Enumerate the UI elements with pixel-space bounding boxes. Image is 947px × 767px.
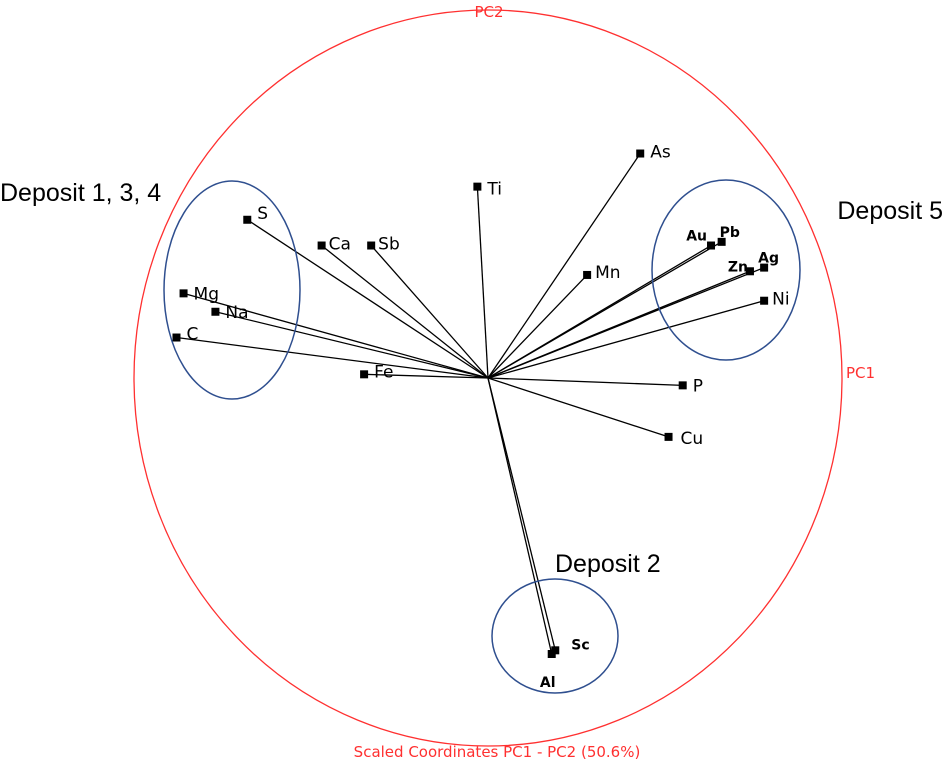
vector-pb [487,241,722,379]
vector-sb [370,245,489,379]
group-ellipse-2 [651,179,801,361]
marker-cu [664,432,673,441]
group-ellipse-3 [491,578,619,694]
marker-s [243,215,252,224]
label-cu: Cu [681,429,704,449]
label-pb: Pb [720,225,740,241]
label-au: Au [686,229,707,245]
group-ellipse-1 [163,180,301,400]
vector-na [215,311,489,379]
vector-ag [487,266,765,379]
label-ag: Ag [758,251,779,267]
label-sc: Sc [571,637,589,653]
loading-markers [172,149,769,658]
group-label-3: Deposit 2 [555,550,661,578]
vector-as [487,153,641,379]
marker-ag [760,263,769,272]
vector-ni [487,300,765,379]
marker-ni [760,296,769,305]
vector-ca [321,245,489,379]
marker-as [636,149,645,158]
pc2-axis-label: PC2 [474,3,503,21]
marker-ti [473,182,482,191]
label-fe: Fe [374,362,393,382]
marker-p [678,381,687,390]
label-al: Al [540,675,556,691]
label-mn: Mn [595,263,620,283]
label-ti: Ti [486,180,502,200]
correlation-circle [133,9,843,747]
label-zn: Zn [728,259,748,275]
label-na: Na [225,303,248,323]
marker-zn [745,267,754,276]
label-as: As [650,143,671,163]
label-ni: Ni [772,290,789,310]
marker-c [172,333,181,342]
loading-vectors [176,153,765,655]
vector-mn [487,274,588,379]
marker-au [707,241,716,250]
label-sb: Sb [378,235,400,255]
marker-fe [360,370,369,379]
label-mg: Mg [194,284,219,304]
vector-mg [183,292,489,379]
marker-ca [317,241,326,250]
label-s: S [257,204,268,224]
vector-fe [364,373,489,379]
group-label-2: Deposit 5 [837,197,943,225]
marker-pb [717,237,726,246]
vector-sc [487,377,556,651]
group-label-1: Deposit 1, 3, 4 [0,179,161,207]
group-ellipses: Deposit 1, 3, 4 Deposit 5 Deposit 2 [0,179,943,694]
marker-al [547,650,556,658]
label-ca: Ca [329,235,351,255]
marker-mg [179,289,188,298]
vector-ti [476,186,489,379]
label-c: C [186,325,198,345]
vector-p [487,377,683,387]
vector-s [246,219,489,379]
label-p: P [693,376,703,396]
vector-c [176,336,489,379]
vector-al [487,377,553,655]
marker-sb [367,241,376,250]
pc1-axis-label: PC1 [846,364,875,382]
vector-cu [487,377,669,438]
plot-caption: Scaled Coordinates PC1 - PC2 (50.6%) [354,743,641,761]
marker-na [211,307,220,316]
marker-mn [583,270,592,279]
